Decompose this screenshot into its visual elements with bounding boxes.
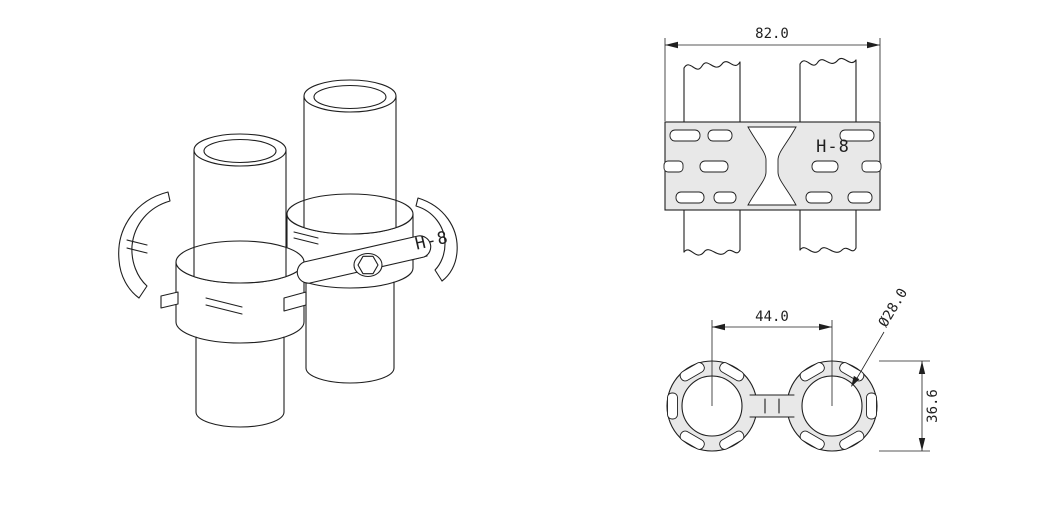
pipe-left (193, 133, 287, 428)
pipe-inner-rim (203, 138, 277, 164)
clamp-jaw-right (415, 197, 458, 282)
clamp-tab (160, 291, 179, 309)
slot (675, 191, 705, 204)
center-distance-text: 44.0 (755, 309, 789, 325)
pipe-outer-rim (303, 79, 397, 113)
notch (866, 392, 877, 420)
height-dimension: 36.6 (879, 360, 941, 452)
slot (669, 129, 701, 142)
slot (811, 160, 839, 173)
clamp-band-left (175, 240, 305, 344)
band-top-rim (175, 240, 305, 284)
band-slot-line (293, 237, 319, 245)
clamp-jaw-left (118, 191, 171, 299)
bore-dimension-text: Ø28.0 (876, 286, 911, 330)
pipe-outer-rim (193, 133, 287, 167)
front-strap (296, 235, 432, 284)
bridge-body (750, 395, 794, 417)
slot (805, 191, 833, 204)
width-dimension-text: 82.0 (755, 26, 789, 42)
arrowhead (712, 323, 725, 331)
arrowhead (918, 438, 926, 451)
jaw-slot-line (126, 247, 148, 254)
pipes-with-breaks (683, 58, 857, 256)
break-line (683, 61, 741, 70)
hourglass-cutout (747, 126, 797, 206)
band-slot-line (205, 297, 243, 308)
pipe-bottom-edge (195, 411, 285, 428)
pipe-inner-rim (313, 84, 387, 110)
pipe-right (303, 79, 397, 384)
arrowhead (851, 375, 860, 387)
slot (847, 191, 873, 204)
slot (713, 191, 737, 204)
arrowhead (665, 41, 678, 49)
jaw-outline (118, 191, 171, 299)
band-slot-line (293, 231, 319, 239)
top-view: 44.0 Ø28.0 36.6 (666, 286, 941, 452)
notch (719, 430, 745, 450)
width-dimension: 82.0 (664, 26, 881, 121)
jaw-outline (415, 197, 458, 282)
height-dimension-text: 36.6 (925, 389, 941, 423)
pipe-bottom-edge (305, 367, 395, 384)
front-part-label: H-8 (816, 137, 850, 157)
slot (861, 160, 882, 173)
leader-line (852, 331, 885, 386)
slot (707, 129, 733, 142)
notch (667, 392, 678, 420)
break-line (799, 247, 857, 253)
break-line (683, 249, 741, 256)
notch (799, 362, 825, 382)
notch (719, 362, 745, 382)
notch (679, 362, 705, 382)
arrowhead (867, 41, 880, 49)
band-slot-line (205, 304, 243, 315)
arrowhead (819, 323, 832, 331)
clamp-tab (283, 291, 307, 312)
slot (839, 129, 875, 142)
isometric-view: H-8 (118, 79, 458, 428)
notch (799, 430, 825, 450)
front-view: H-8 82.0 (663, 26, 882, 256)
center-distance-dimension: 44.0 (711, 309, 833, 406)
slot (699, 160, 729, 173)
notch (839, 430, 865, 450)
arrowhead (918, 361, 926, 374)
bridge (749, 394, 795, 418)
notch (679, 430, 705, 450)
jaw-slot-line (126, 239, 148, 246)
slot (663, 160, 684, 173)
break-line (799, 58, 857, 66)
band-top-rim (286, 193, 414, 235)
hex-socket-icon (357, 255, 379, 275)
clamp-slots (663, 129, 882, 204)
ring-notches (667, 362, 877, 450)
